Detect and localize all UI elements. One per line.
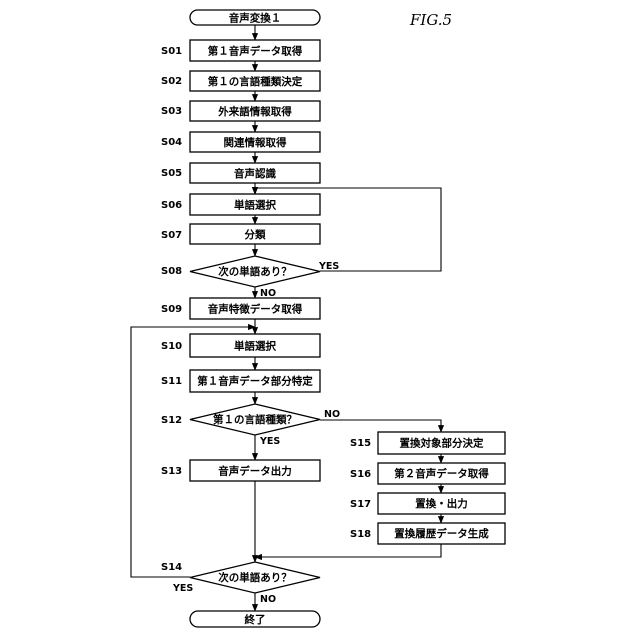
- step-label: S18: [350, 529, 371, 540]
- decision-s08: S08 次の単語あり？ YES NO: [161, 256, 339, 299]
- end-terminal: 終了: [190, 611, 320, 627]
- step-s03: S03 外来語情報取得: [161, 101, 320, 121]
- decision-s14: S14 次の単語あり？ YES NO: [161, 562, 320, 605]
- edge-s18-merge: [255, 544, 441, 557]
- start-terminal: 音声変換１: [190, 10, 320, 25]
- step-label: S06: [161, 200, 182, 211]
- step-label: S13: [161, 466, 182, 477]
- yes-label: YES: [318, 261, 339, 272]
- step-s06: S06 単語選択: [161, 194, 320, 215]
- edge-s14-loop-yes: [131, 327, 255, 577]
- step-s07: S07 分類: [161, 224, 320, 244]
- step-s16: S16 第２音声データ取得: [350, 463, 505, 484]
- step-label: S11: [161, 376, 182, 387]
- decision-text: 第１の言語種類？: [213, 413, 297, 426]
- step-label: S08: [161, 266, 182, 277]
- step-text: 置換履歴データ生成: [394, 527, 489, 540]
- decision-text: 次の単語あり？: [218, 265, 292, 278]
- step-text: 外来語情報取得: [217, 105, 292, 118]
- step-label: S10: [161, 341, 182, 352]
- step-s11: S11 第１音声データ部分特定: [161, 370, 320, 392]
- step-label: S09: [161, 304, 182, 315]
- step-text: 単語選択: [234, 340, 276, 353]
- step-label: S04: [161, 137, 182, 148]
- end-text: 終了: [245, 613, 266, 626]
- step-label: S05: [161, 168, 182, 179]
- step-label: S14: [161, 562, 182, 573]
- step-text: 第１音声データ取得: [208, 45, 303, 58]
- start-text: 音声変換１: [229, 12, 282, 25]
- step-label: S17: [350, 499, 371, 510]
- step-text: 関連情報取得: [224, 136, 287, 149]
- step-text: 第１の言語種類決定: [208, 75, 303, 88]
- step-s15: S15 置換対象部分決定: [350, 432, 505, 454]
- step-label: S03: [161, 106, 182, 117]
- step-text: 単語選択: [234, 199, 276, 212]
- step-s05: S05 音声認識: [161, 163, 320, 183]
- decision-s12: S12 第１の言語種類？ NO YES: [161, 404, 340, 447]
- step-text: 音声特徴データ取得: [208, 303, 303, 316]
- step-text: 音声データ出力: [218, 465, 292, 478]
- step-text: 第１音声データ部分特定: [197, 375, 313, 388]
- no-label: NO: [324, 409, 340, 420]
- no-label: NO: [260, 594, 276, 605]
- step-text: 置換対象部分決定: [400, 437, 484, 450]
- edge-s12-s15: [320, 420, 441, 432]
- step-s13: S13 音声データ出力: [161, 460, 320, 481]
- step-s18: S18 置換履歴データ生成: [350, 523, 505, 544]
- step-label: S02: [161, 76, 182, 87]
- yes-label: YES: [259, 436, 280, 447]
- figure-label: FIG.5: [409, 11, 452, 29]
- step-label: S15: [350, 438, 371, 449]
- step-s02: S02 第１の言語種類決定: [161, 71, 320, 91]
- step-label: S07: [161, 230, 182, 241]
- step-text: 第２音声データ取得: [394, 467, 489, 480]
- step-s01: S01 第１音声データ取得: [161, 40, 320, 61]
- decision-text: 次の単語あり？: [218, 571, 292, 584]
- step-text: 置換・出力: [415, 497, 468, 510]
- step-s09: S09 音声特徴データ取得: [161, 298, 320, 319]
- step-label: S12: [161, 415, 182, 426]
- step-s10: S10 単語選択: [161, 334, 320, 357]
- step-text: 分類: [245, 228, 266, 241]
- step-label: S16: [350, 469, 371, 480]
- step-s17: S17 置換・出力: [350, 493, 505, 514]
- yes-label: YES: [172, 583, 193, 594]
- step-s04: S04 関連情報取得: [161, 132, 320, 152]
- step-text: 音声認識: [234, 167, 276, 180]
- step-label: S01: [161, 46, 182, 57]
